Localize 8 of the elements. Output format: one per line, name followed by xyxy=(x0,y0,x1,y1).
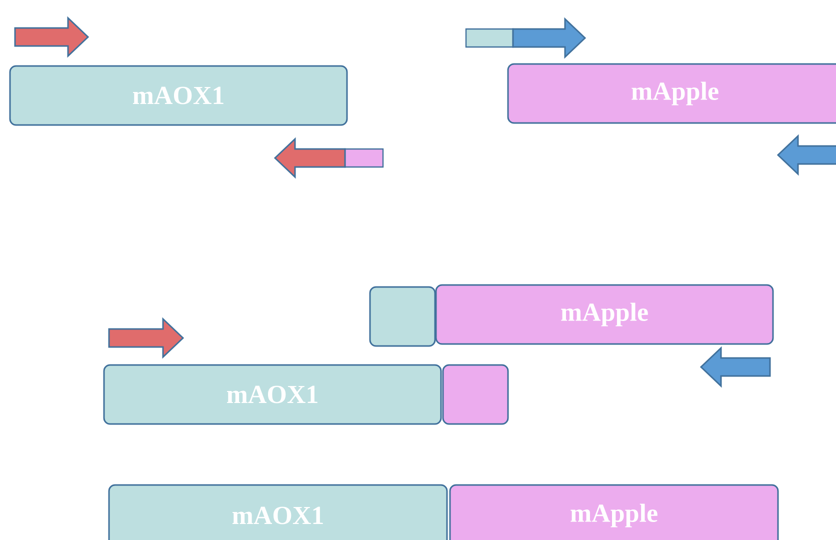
gene-box: mAOX1 xyxy=(103,364,442,425)
gene-box: mAOX1 xyxy=(9,65,348,126)
gene-segment xyxy=(442,364,509,425)
gene-segment xyxy=(369,286,436,347)
gene-box: mAOX1 xyxy=(108,484,448,540)
gene-box: mApple xyxy=(507,63,836,124)
gene-box: mApple xyxy=(449,484,779,540)
gene-box: mApple xyxy=(435,284,774,345)
